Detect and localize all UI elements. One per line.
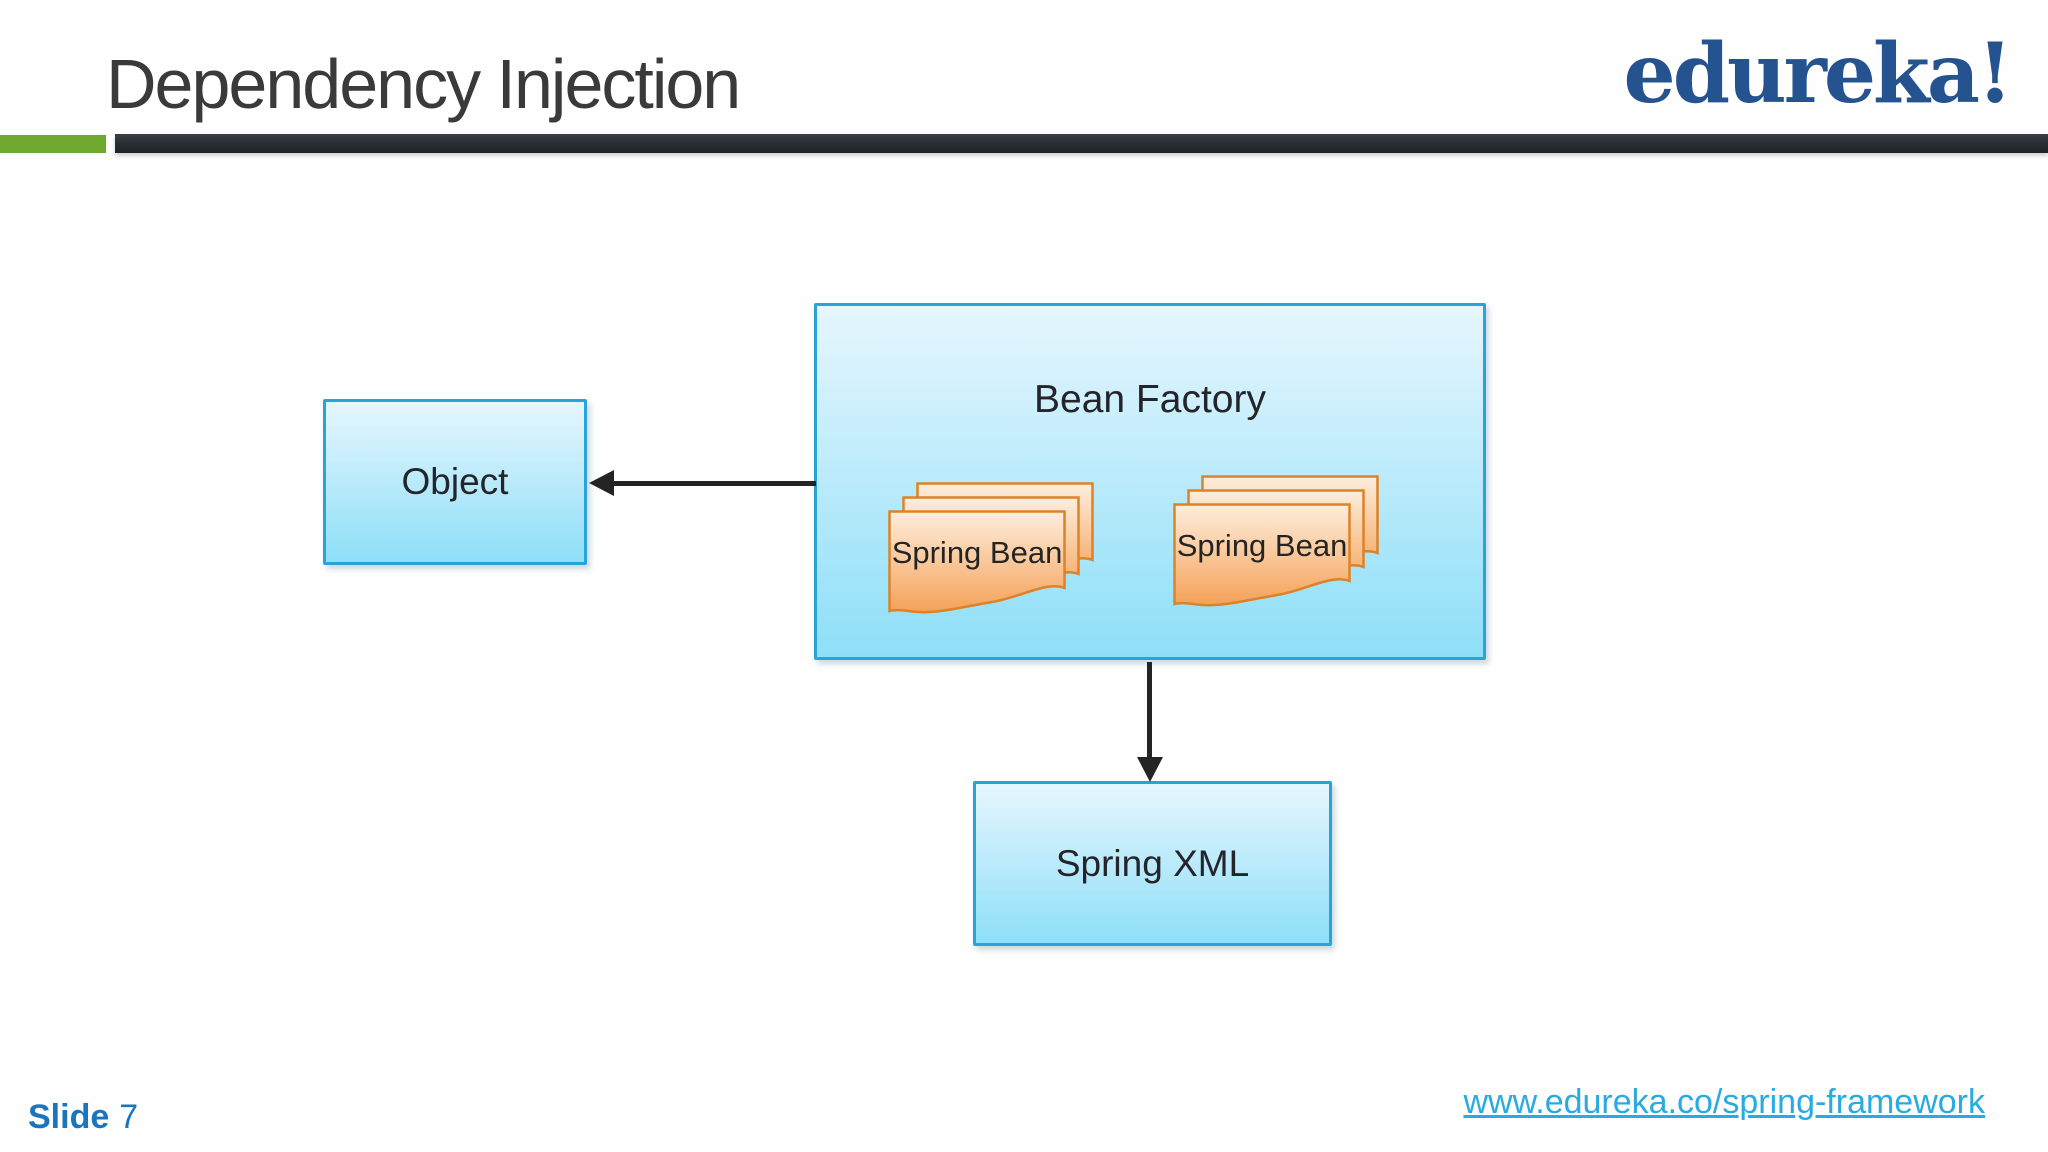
spring-bean-label: Spring Bean [1176, 528, 1348, 564]
bean-factory-label: Bean Factory [1034, 378, 1266, 421]
title-underline-bar [115, 134, 2048, 153]
slide-number-value: 7 [119, 1098, 139, 1136]
arrow-factory-to-xml [1147, 662, 1152, 759]
accent-bar-green [0, 135, 106, 153]
object-box-label: Object [401, 461, 509, 502]
spring-xml-box: Spring XML [973, 781, 1332, 946]
spring-bean-label: Spring Bean [891, 535, 1063, 571]
object-box: Object [323, 399, 587, 565]
arrowhead-down-icon [1137, 757, 1163, 782]
footer-link[interactable]: www.edureka.co/spring-framework [1463, 1083, 1985, 1121]
bean-factory-box: Bean Factory Spring Bean Spring Bean [814, 303, 1486, 660]
spring-bean-stack-right: Spring Bean [1173, 475, 1379, 609]
spring-bean-stack-left: Spring Bean [888, 482, 1094, 616]
spring-xml-label: Spring XML [1055, 842, 1250, 884]
page-title: Dependency Injection [106, 45, 741, 123]
arrow-factory-to-object [612, 481, 816, 486]
edureka-logo: edureka! [1623, 26, 2013, 122]
arrowhead-left-icon [589, 470, 614, 496]
slide-number-label: Slide [28, 1098, 110, 1136]
